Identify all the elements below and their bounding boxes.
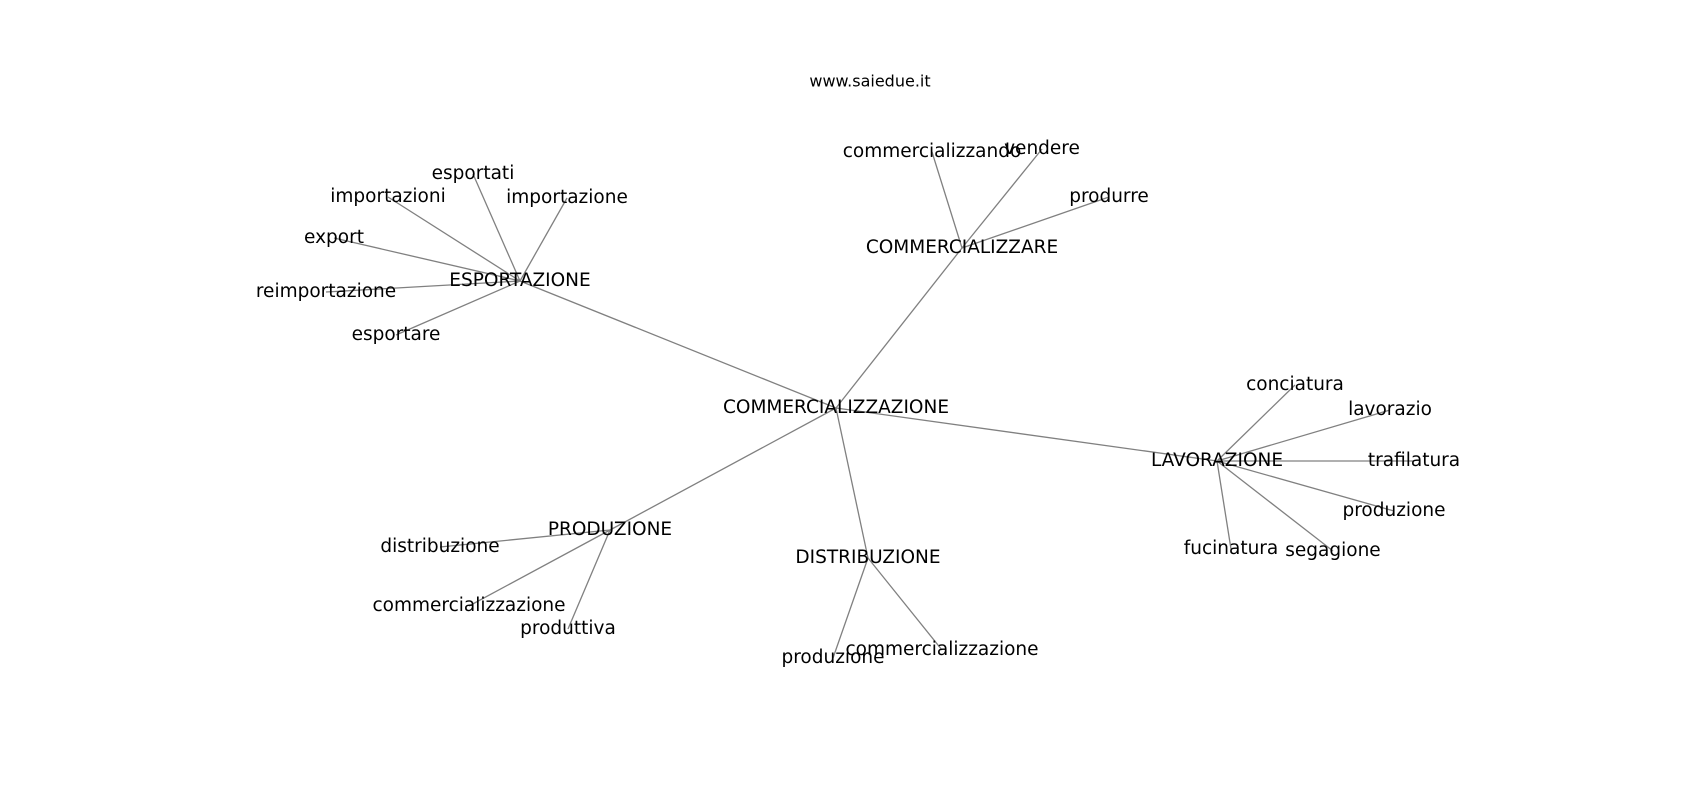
node-prod-produttiva: produttiva <box>520 618 616 639</box>
edge-hub_prod-prod_distribuzione <box>439 529 611 548</box>
edge-hub_lav-lav_lavorazio <box>1216 409 1391 462</box>
node-prod-commercializzazione: commercializzazione <box>372 595 565 616</box>
node-lav-trafilatura: trafilatura <box>1368 450 1460 471</box>
node-esp-esportati: esportati <box>432 163 515 184</box>
edge-hub_comm-comm_vendere <box>961 148 1043 249</box>
node-esp-reimportazione: reimportazione <box>256 281 396 302</box>
node-hub-dist: DISTRIBUZIONE <box>795 547 940 568</box>
node-hub-lav: LAVORAZIONE <box>1151 450 1283 471</box>
graph-edges <box>325 148 1414 659</box>
edge-hub_dist-dist_commercializzazione <box>867 557 943 651</box>
node-lav-fucinatura: fucinatura <box>1184 538 1279 559</box>
node-dist-produzione: produzione <box>781 647 884 668</box>
edge-hub_esp-esp_export <box>333 237 521 282</box>
edge-root-hub_esp <box>519 280 837 409</box>
edge-hub_esp-esp_importazioni <box>387 196 521 282</box>
edge-root-hub_lav <box>835 407 1218 462</box>
node-comm-produrre: produrre <box>1069 186 1149 207</box>
edge-hub_prod-prod_commercializzazione <box>468 529 611 607</box>
node-esp-esportare: esportare <box>352 324 441 345</box>
edge-hub_esp-esp_importazione <box>519 197 568 282</box>
node-lav-segagione: segagione <box>1285 540 1380 561</box>
edge-root-hub_dist <box>835 407 869 559</box>
edge-hub_lav-lav_conciatura <box>1216 384 1296 462</box>
node-lav-produzione: produzione <box>1342 500 1445 521</box>
edge-hub_esp-esp_reimportazione <box>325 280 521 293</box>
node-esp-importazione: importazione <box>506 187 628 208</box>
edge-hub_esp-esp_esportati <box>472 173 521 282</box>
edge-hub_lav-lav_segagione <box>1216 460 1334 552</box>
edge-hub_lav-lav_produzione <box>1216 460 1395 512</box>
node-hub-esp: ESPORTAZIONE <box>449 270 590 291</box>
edge-root-hub_comm <box>835 247 963 409</box>
node-comm-commercializzando: commercializzando <box>843 141 1022 162</box>
node-comm-vendere: vendere <box>1004 138 1080 159</box>
node-hub-prod: PRODUZIONE <box>548 519 672 540</box>
node-prod-distribuzione: distribuzione <box>380 536 499 557</box>
node-dist-commercializzazione: commercializzazione <box>845 639 1038 660</box>
node-lav-lavorazio: lavorazio <box>1348 399 1432 420</box>
edge-hub_dist-dist_produzione <box>832 557 869 659</box>
node-esp-importazioni: importazioni <box>330 186 445 207</box>
edge-hub_lav-lav_fucinatura <box>1216 460 1232 550</box>
node-hub-comm: COMMERCIALIZZARE <box>866 237 1058 258</box>
edge-hub_comm-comm_produrre <box>961 196 1110 249</box>
edge-hub_esp-esp_esportare <box>395 280 521 336</box>
site-url-label: www.saiedue.it <box>809 72 930 91</box>
node-lav-conciatura: conciatura <box>1246 374 1344 395</box>
node-esp-export: export <box>304 227 364 248</box>
edge-root-hub_prod <box>609 407 837 531</box>
edge-hub_comm-comm_commercializzando <box>931 151 963 249</box>
graph-nodes: COMMERCIALIZZAZIONE ESPORTAZIONE COMMERCIA… <box>256 138 1460 668</box>
edge-hub_prod-prod_produttiva <box>567 529 611 630</box>
node-root: COMMERCIALIZZAZIONE <box>723 397 949 418</box>
